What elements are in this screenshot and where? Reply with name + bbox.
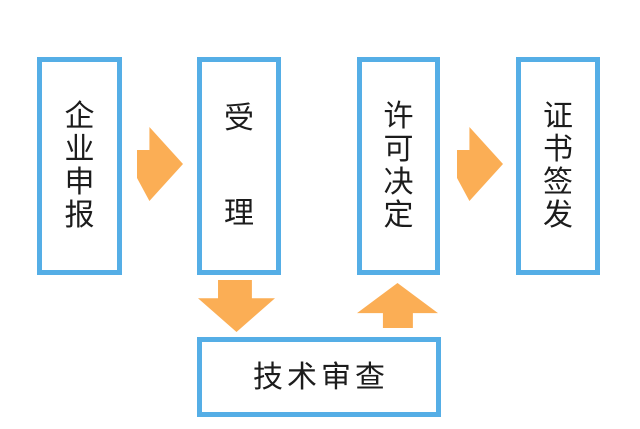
node-acceptance-label: 受理 bbox=[224, 102, 254, 230]
node-acceptance: 受理 bbox=[197, 57, 281, 275]
arrow-right-declaration-to-acceptance-icon bbox=[137, 127, 183, 201]
arrow-up-review-to-decision-icon bbox=[357, 283, 438, 328]
node-technical-review-label: 技术审查 bbox=[253, 360, 389, 394]
arrow-down-acceptance-to-review-icon bbox=[198, 280, 275, 332]
node-enterprise-declaration-label: 企业申报 bbox=[64, 100, 95, 232]
node-permit-decision-label: 许可决定 bbox=[383, 100, 414, 232]
arrow-right-decision-to-issuance-icon bbox=[457, 127, 503, 201]
node-certificate-issuance: 证书签发 bbox=[516, 57, 600, 275]
node-enterprise-declaration: 企业申报 bbox=[37, 57, 122, 275]
node-permit-decision: 许可决定 bbox=[357, 57, 440, 275]
node-certificate-issuance-label: 证书签发 bbox=[543, 100, 573, 232]
node-technical-review: 技术审查 bbox=[197, 337, 441, 417]
